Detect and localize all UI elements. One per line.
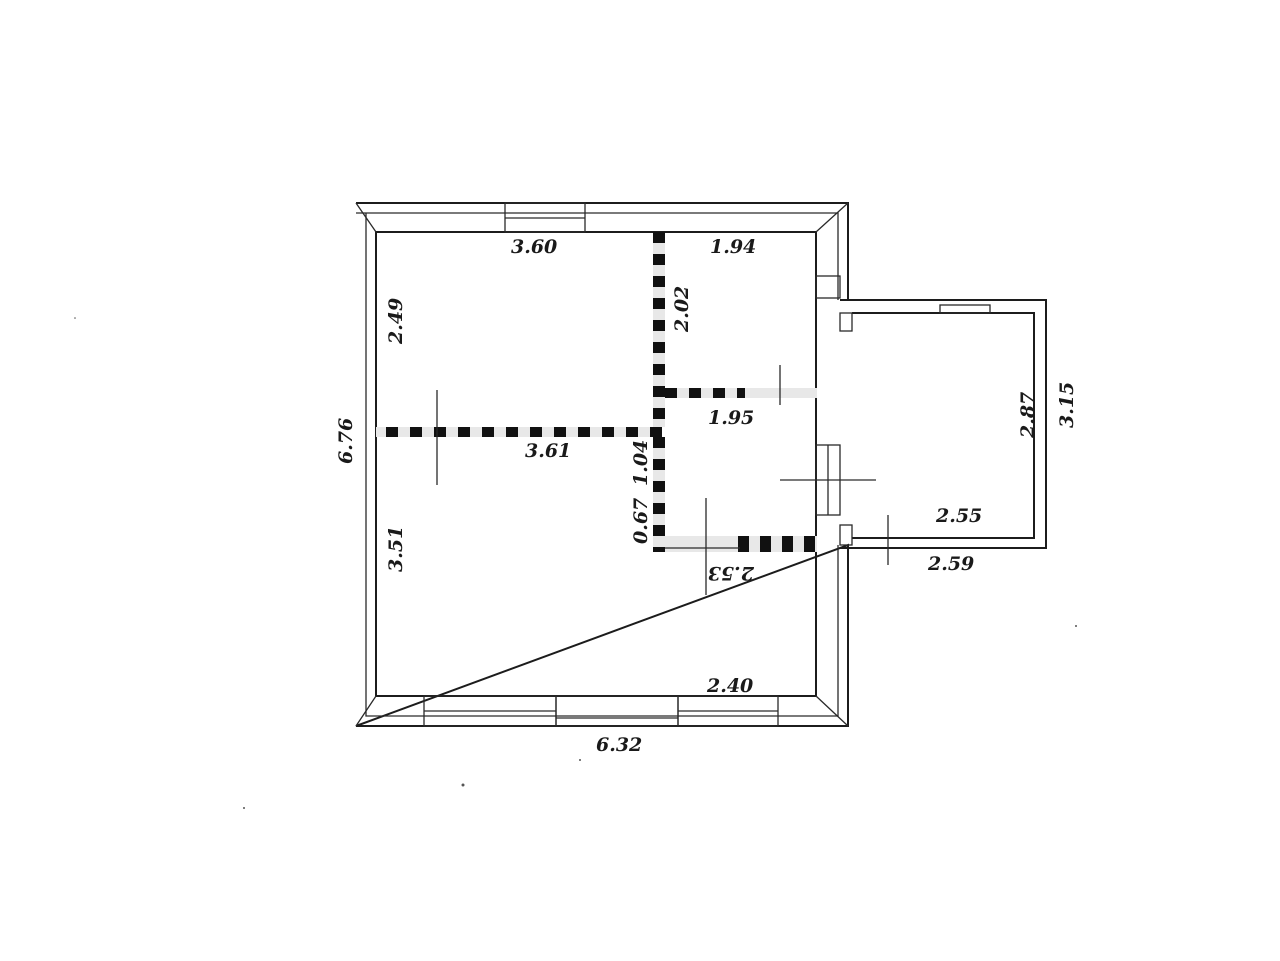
- partition-segment: [626, 427, 638, 437]
- scan-specks: [74, 317, 1077, 809]
- dim-room3-width: 1.95: [708, 407, 754, 429]
- dim-room2-width: 1.94: [710, 236, 756, 258]
- partition-segment: [506, 427, 518, 437]
- partition-segment: [738, 536, 749, 552]
- partition-segment: [653, 320, 665, 331]
- partitions: [376, 232, 817, 552]
- door-bottom-center: [555, 695, 679, 727]
- partition-segment: [653, 232, 665, 243]
- annex-walls: [839, 299, 1047, 549]
- dim-annex-height-outer: 3.15: [1056, 382, 1078, 428]
- dim-room4-width-bottom: 2.40: [706, 675, 753, 697]
- dim-annex-width-inner: 2.55: [935, 505, 982, 527]
- partition-segment: [653, 547, 665, 552]
- partition-segment: [554, 427, 566, 437]
- partition-segment: [653, 459, 665, 470]
- partition-segment: [653, 254, 665, 265]
- dim-room4-height: 3.51: [385, 526, 407, 572]
- partition-segment: [713, 388, 725, 398]
- dim-room3-height-upper: 1.04: [630, 440, 652, 486]
- partition-segment: [804, 536, 815, 552]
- partition-segment: [653, 342, 665, 353]
- partition-segment: [602, 427, 614, 437]
- dim-overall-width: 6.32: [596, 734, 642, 756]
- dim-room2-height: 2.02: [671, 286, 693, 333]
- partition-segment: [653, 503, 665, 514]
- partition-segment: [653, 276, 665, 287]
- dim-annex-height-inner: 2.87: [1017, 392, 1039, 439]
- dim-overall-height: 6.76: [335, 418, 357, 464]
- partition-segment: [737, 388, 745, 398]
- dim-room3-bottom: 2.53: [708, 562, 755, 584]
- partition-segment: [386, 427, 398, 437]
- partition-segment: [665, 388, 677, 398]
- partition-segment: [653, 408, 665, 419]
- partition-segment: [458, 427, 470, 437]
- dim-annex-width-outer: 2.59: [927, 553, 974, 575]
- window-bottom-right: [677, 695, 779, 727]
- partition-segment: [578, 427, 590, 437]
- partition-segment: [434, 427, 446, 437]
- door-marks: [436, 365, 889, 595]
- partition-segment: [782, 536, 793, 552]
- partition-segment: [410, 427, 422, 437]
- dim-room4-width-top: 3.61: [525, 440, 571, 462]
- partition-segment: [482, 427, 494, 437]
- partition-segment: [653, 437, 665, 448]
- window-top: [504, 202, 586, 233]
- window-bottom-left: [423, 695, 557, 727]
- partition-segment: [653, 481, 665, 492]
- right-wall-openings: [815, 275, 841, 516]
- dim-room3-height-lower: 0.67: [630, 498, 652, 544]
- partition-segment: [653, 364, 665, 375]
- partition-segment: [530, 427, 542, 437]
- partition-segment: [653, 386, 665, 397]
- dim-room1-width: 3.60: [511, 236, 557, 258]
- partition-segment: [760, 536, 771, 552]
- partition-segment: [689, 388, 701, 398]
- partition-segment: [653, 525, 665, 536]
- main-building-walls: [355, 202, 849, 727]
- partition-segment: [650, 427, 662, 437]
- partition-segment: [653, 298, 665, 309]
- dim-room1-height: 2.49: [385, 298, 407, 345]
